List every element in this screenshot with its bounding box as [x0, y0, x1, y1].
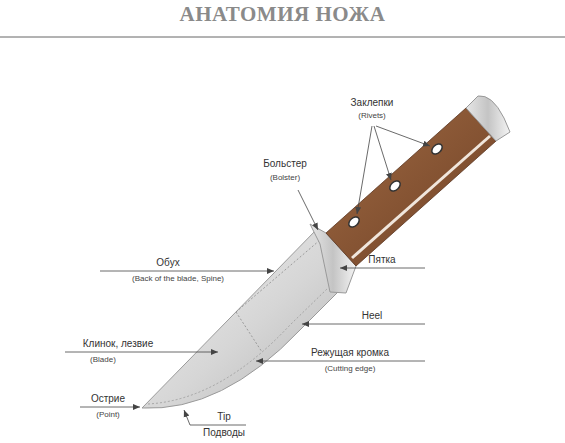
part-name: Heel: [362, 310, 383, 322]
part-name: Обух: [156, 257, 179, 269]
diagram-title: АНАТОМИЯ НОЖА: [0, 2, 565, 27]
rivet: [347, 215, 361, 229]
part-name-english: (Cutting edge): [325, 364, 376, 374]
part-name: Режущая кромка: [311, 347, 389, 359]
blade: [142, 228, 340, 408]
part-name-english: (Bolster): [270, 173, 300, 183]
rivet: [430, 142, 444, 156]
part-name-english: (Point): [96, 410, 120, 420]
handle: [326, 108, 496, 266]
part-name: Подводы: [203, 427, 245, 439]
part-name: Tip: [217, 411, 231, 423]
title-rule: [0, 37, 565, 38]
part-name: Острие: [91, 393, 125, 405]
part-name: Больстер: [263, 158, 307, 170]
part-name-english: (Rivets): [358, 111, 386, 121]
leader-lines: [65, 126, 430, 425]
part-name: Пятка: [368, 254, 395, 266]
part-name: Заклепки: [351, 97, 394, 109]
end-cap: [466, 96, 510, 141]
part-name: Клинок, лезвие: [83, 338, 153, 350]
part-name-english: (Back of the blade, Spine): [132, 274, 224, 284]
handle-liner: [352, 136, 490, 258]
bevel-line: [236, 240, 320, 352]
part-name-english: (Blade): [90, 355, 116, 365]
rivet: [388, 179, 402, 193]
edge-bevel: [148, 288, 328, 404]
